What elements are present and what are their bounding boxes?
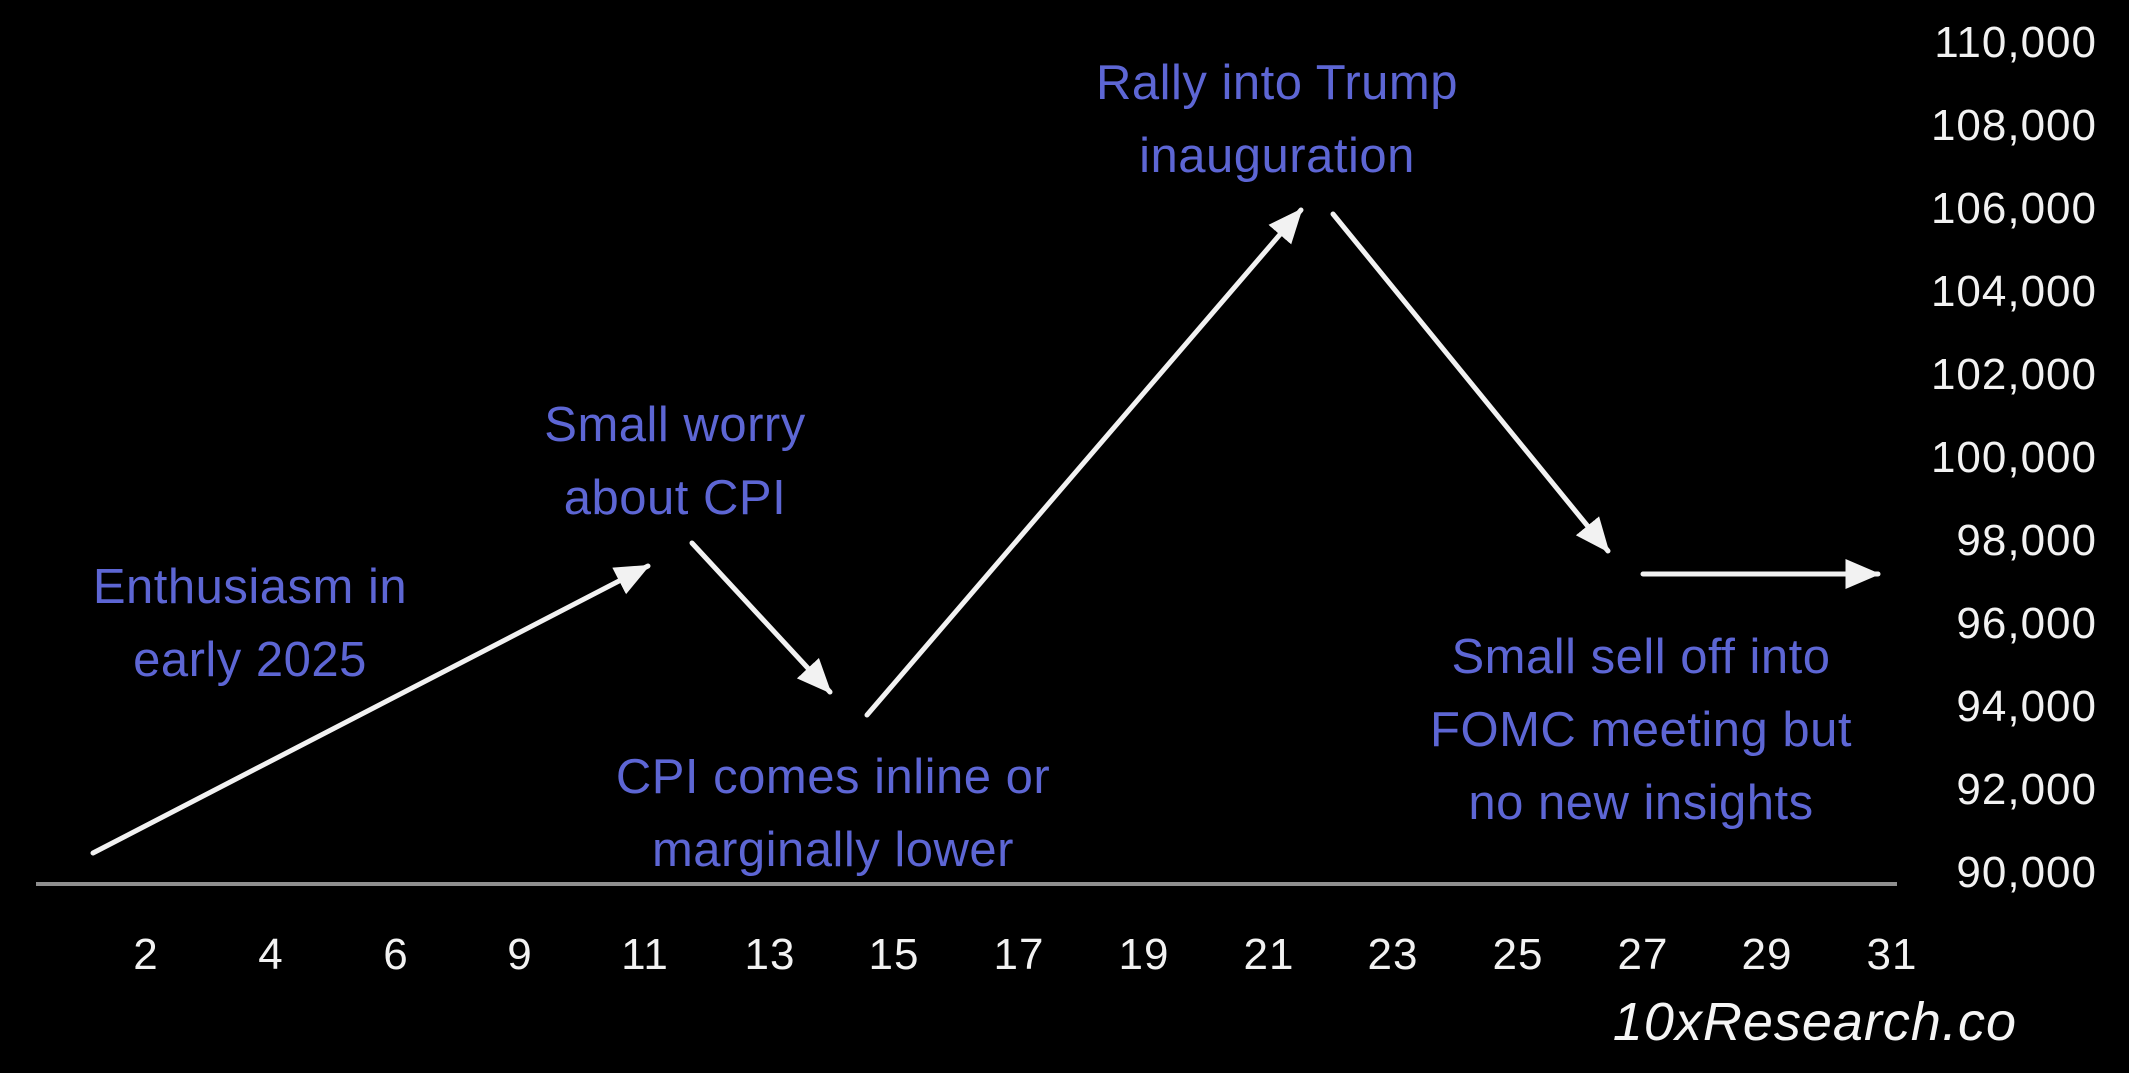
- y-tick-label: 94,000: [1956, 682, 2097, 731]
- price-arrow-cpi-dip: [689, 540, 833, 695]
- y-tick-label: 104,000: [1930, 267, 2097, 316]
- x-tick-label: 31: [1866, 930, 1918, 979]
- y-tick-label: 92,000: [1956, 765, 2097, 814]
- annotation-line: marginally lower: [651, 823, 1015, 877]
- x-tick-label: 9: [507, 930, 533, 979]
- y-tick-label: 106,000: [1930, 184, 2097, 233]
- x-tick-label: 11: [621, 930, 669, 979]
- annotation-line: early 2025: [133, 633, 367, 687]
- annotation-line: no new insights: [1468, 776, 1814, 830]
- watermark-10xresearch: 10xResearch.co: [1612, 992, 2017, 1052]
- annotation-line: Small sell off into: [1451, 630, 1831, 684]
- annotation-cpi-inline: CPI comes inline or marginally lower: [616, 741, 1050, 887]
- y-tick-label: 108,000: [1930, 101, 2097, 150]
- annotation-line: inauguration: [1139, 129, 1415, 183]
- annotation-line: Rally into Trump: [1095, 56, 1459, 110]
- annotation-line: CPI comes inline or: [615, 750, 1051, 804]
- y-tick-label: 110,000: [1934, 18, 2097, 67]
- y-tick-label: 90,000: [1956, 848, 2097, 897]
- x-tick-label: 19: [1118, 930, 1170, 979]
- x-tick-label: 25: [1492, 930, 1544, 979]
- annotation-line: Enthusiasm in: [92, 560, 408, 614]
- x-tick-label: 23: [1367, 930, 1419, 979]
- price-arrow-fomc-selloff: [1330, 211, 1611, 554]
- x-tick-label: 6: [383, 930, 409, 979]
- annotation-enthusiasm: Enthusiasm in early 2025: [93, 551, 407, 697]
- annotation-small-worry: Small worry about CPI: [544, 389, 805, 535]
- price-arrow-rally: [864, 207, 1304, 718]
- annotation-fomc: Small sell off into FOMC meeting but no …: [1430, 621, 1852, 840]
- x-tick-label: 13: [744, 930, 796, 979]
- annotation-line: Small worry: [544, 398, 806, 452]
- y-tick-label: 98,000: [1956, 516, 2097, 565]
- y-tick-label: 102,000: [1930, 350, 2097, 399]
- x-tick-label: 4: [258, 930, 284, 979]
- annotation-line: FOMC meeting but: [1430, 703, 1852, 757]
- x-tick-label: 21: [1243, 930, 1295, 979]
- y-tick-label: 100,000: [1930, 433, 2097, 482]
- annotation-line: about CPI: [563, 471, 787, 525]
- price-arrow-rise-january: [90, 563, 651, 856]
- y-tick-label: 96,000: [1956, 599, 2097, 648]
- x-tick-label: 15: [868, 930, 920, 979]
- x-tick-label: 29: [1741, 930, 1793, 979]
- x-tick-label: 2: [133, 930, 159, 979]
- x-tick-label: 27: [1617, 930, 1669, 979]
- annotation-rally: Rally into Trump inauguration: [1096, 47, 1458, 193]
- x-tick-label: 17: [993, 930, 1045, 979]
